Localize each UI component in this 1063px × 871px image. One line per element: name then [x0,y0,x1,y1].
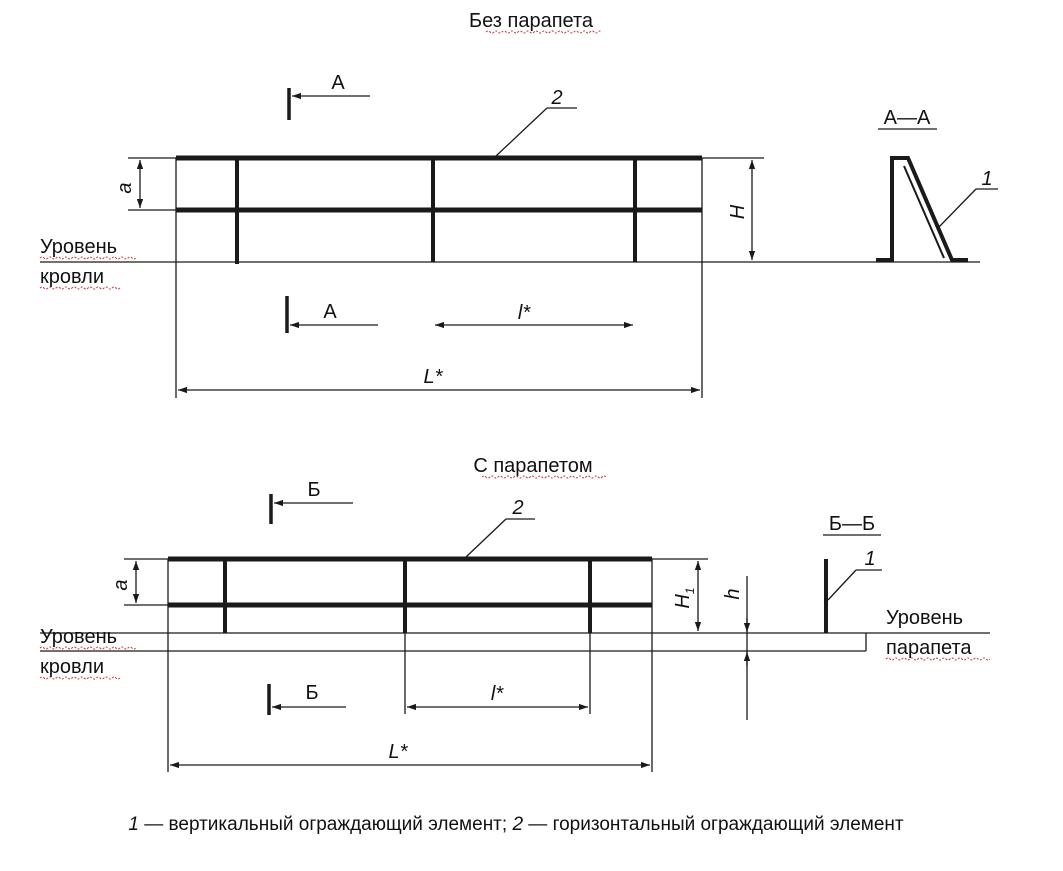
bottom-roof-level-label-2: кровли [40,656,104,678]
legend-text-2: — горизонтальный ограждающий элемент [523,814,904,835]
bottom-title-squiggle [481,475,607,479]
legend-text-1: — вертикальный ограждающий элемент; [139,814,513,835]
legend-caption: 1 — вертикальный ограждающий элемент; 2 … [128,814,904,835]
top-callout-post-label: 1 [981,168,992,190]
bottom-parapet-level-label-2: парапета [886,637,972,659]
top-callout-rail-leader [495,107,548,157]
bottom-dim-L-label: L* [389,741,409,763]
bottom-dim-H1-main: H [672,594,694,609]
top-section-profile [876,156,968,262]
legend-num-2: 2 [511,814,523,835]
top-section-label-lower: А [323,301,337,323]
top-dim-l-label: l* [518,302,531,324]
bottom-callout-post-label: 1 [864,548,875,570]
bottom-spell-squiggle-1 [39,646,137,650]
bottom-title: С парапетом [473,455,592,477]
view-with-parapet: С парапетом a H1 h [39,455,991,772]
bottom-dim-l-label: l* [491,683,504,705]
bottom-section-view-title: Б—Б [829,513,875,535]
top-dim-H-label: H [727,204,749,219]
top-dim-a-label: a [114,182,136,193]
top-title-squiggle [485,30,603,34]
top-roof-level-label-1: Уровень [40,236,117,258]
top-section-label-upper: А [331,72,345,94]
bottom-callout-post-leader [827,569,857,601]
bottom-dim-H1-sub: 1 [683,587,697,594]
bottom-section-label-lower: Б [305,682,318,704]
bottom-callout-rail-leader [465,518,507,558]
top-spell-squiggle-1 [39,256,137,260]
top-section-view-title: А—А [884,107,931,129]
bottom-callout-rail-label: 2 [511,497,523,519]
top-callout-rail-label: 2 [550,87,562,109]
bottom-section-label-upper: Б [307,479,320,501]
top-roof-level-label-2: кровли [40,266,104,288]
view-without-parapet: Без парапета a H А А l* [39,10,998,398]
bottom-dim-h-label: h [722,588,744,599]
bottom-dim-a-label: a [110,579,132,590]
bottom-spell-squiggle-2 [39,676,121,680]
bottom-spell-squiggle-3 [885,657,991,661]
bottom-dim-H1-label: H1 [672,587,697,608]
top-dim-L-label: L* [424,366,444,388]
top-spell-squiggle-2 [39,286,121,290]
bottom-parapet-level-label-1: Уровень [886,607,963,629]
top-section-profile-inner [903,165,945,259]
legend-num-1: 1 [128,814,139,835]
bottom-roof-level-label-1: Уровень [40,626,117,648]
top-callout-post-leader [937,188,977,229]
top-title: Без парапета [469,10,594,32]
